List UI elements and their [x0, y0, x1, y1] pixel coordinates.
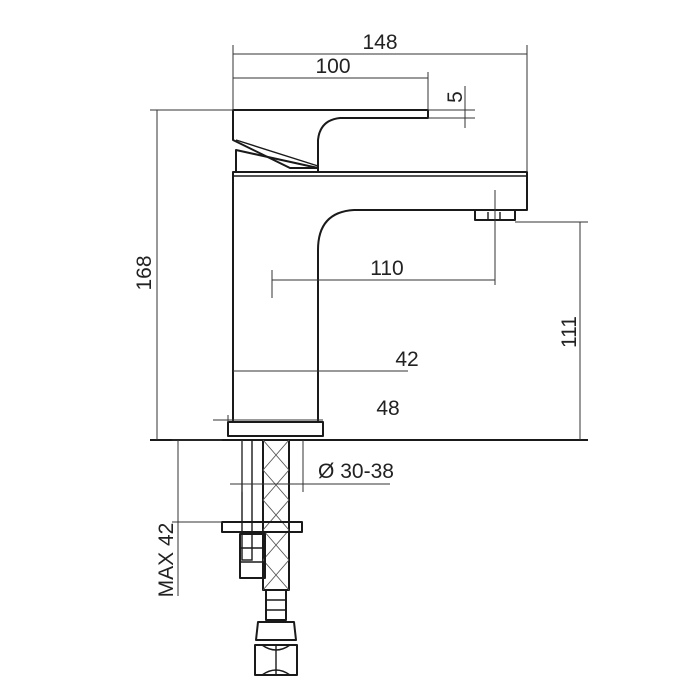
- label-max-thickness: MAX 42: [155, 523, 178, 598]
- label-total-width: 148: [362, 31, 397, 54]
- hex-connector-detail: [261, 644, 291, 676]
- lever-inner-line: [235, 139, 319, 167]
- aerator-detail: [487, 212, 501, 220]
- label-total-height: 168: [133, 255, 156, 290]
- dimension-labels: 148 100 5 168 110 111 42 48 Ø 30-38 MAX …: [133, 31, 581, 597]
- label-lever-length: 100: [315, 55, 350, 78]
- threaded-rod: [241, 439, 253, 561]
- nut-detail: [240, 547, 265, 563]
- lever-handle: [232, 109, 429, 169]
- fixing-washer: [221, 521, 303, 533]
- fixing-assembly: [221, 439, 303, 676]
- fitting-nut: [255, 621, 297, 641]
- fixing-nut: [239, 533, 266, 579]
- body-and-spout: [232, 171, 528, 423]
- label-spout-height: 111: [558, 316, 581, 348]
- label-spout-reach: 110: [370, 257, 403, 280]
- label-base-diameter: 48: [376, 397, 399, 420]
- hose-connector: [265, 589, 287, 621]
- label-hole-diameter: Ø 30-38: [318, 460, 394, 483]
- hex-connector: [254, 644, 298, 676]
- label-body-width: 42: [395, 348, 418, 371]
- hose-hatch: [262, 439, 290, 591]
- connector-ribs: [266, 599, 286, 611]
- label-lever-offset: 5: [444, 91, 467, 103]
- base-plate: [227, 421, 324, 437]
- dimension-lines: [150, 45, 588, 596]
- faucet-outline: [150, 109, 588, 441]
